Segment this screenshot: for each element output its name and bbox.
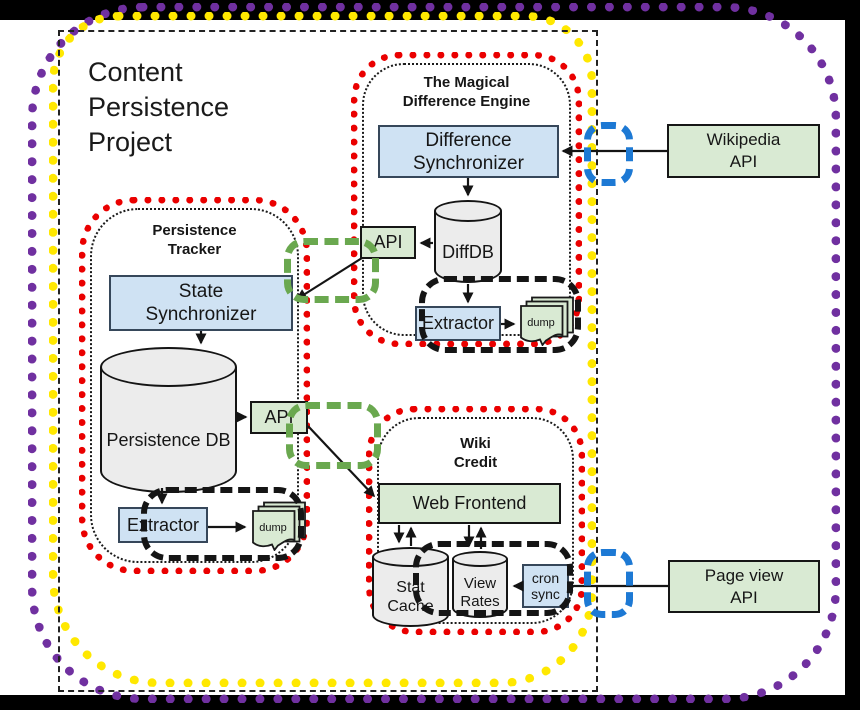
persistence-tracker-title: Persistence Tracker [152, 222, 237, 258]
persistence-tracker-boundary [79, 197, 310, 574]
state-synchronizer-box: State Synchronizer [109, 275, 293, 331]
diffdb-cylinder-body [434, 211, 502, 283]
view-rates-cylinder-body [452, 559, 508, 618]
wikipedia-crossing-marker [584, 122, 633, 186]
project-dashed-boundary [58, 30, 598, 692]
wiki-credit-title: Wiki Credit [453, 435, 498, 471]
diffdb-cylinder-top [434, 200, 502, 222]
web-frontend-label: Web Frontend [412, 493, 527, 513]
persistence-db-label: Persistence DB [106, 429, 231, 450]
tracker-dump-label: dump [259, 522, 287, 534]
wiki-stats-dashed-group [413, 541, 573, 616]
magical-engine-title: The Magical Difference Engine [402, 74, 531, 110]
api-crossing-marker-bottom [286, 402, 381, 469]
persistence-db-cylinder: Persistence DB [100, 347, 237, 493]
persistence-tracker-inner-dots [90, 208, 299, 563]
wikipedia-api-box: Wikipedia API [667, 124, 820, 178]
purple-dotted-boundary [28, 3, 840, 703]
api-crossing-marker-top [284, 238, 379, 303]
project-title: Content Persistence Project [88, 57, 230, 157]
view-rates-label: View Rates [460, 574, 500, 610]
wikipedia-api-label: Wikipedia API [706, 130, 781, 171]
magical-dump-label: dump [527, 317, 555, 329]
black-frame-right [845, 0, 860, 710]
state-synchronizer-label: State Synchronizer [145, 281, 257, 325]
diffdb-cylinder: DiffDB [434, 200, 502, 283]
difference-synchronizer-label: Difference Synchronizer [413, 129, 524, 174]
page-view-api-box: Page view API [668, 560, 820, 613]
yellow-dotted-boundary [49, 12, 596, 687]
persistence-db-cylinder-top [100, 347, 237, 387]
diffdb-label: DiffDB [442, 242, 494, 262]
tracker-extract-dashed-group [141, 487, 304, 561]
magical-api-label: API [373, 232, 403, 252]
magical-extract-dashed-group [419, 276, 581, 353]
view-rates-cylinder: View Rates [452, 551, 508, 618]
web-frontend-box: Web Frontend [378, 483, 561, 524]
difference-synchronizer-box: Difference Synchronizer [378, 125, 559, 178]
view-rates-cylinder-top [452, 551, 508, 567]
page-view-api-label: Page view API [704, 565, 784, 607]
pageview-crossing-marker [584, 549, 633, 618]
